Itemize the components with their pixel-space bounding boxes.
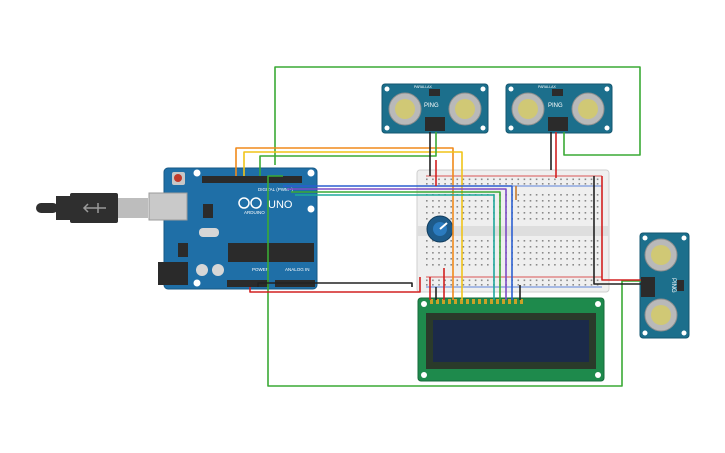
lcd-pin xyxy=(430,299,433,304)
lcd-pin xyxy=(508,299,511,304)
wire-blue xyxy=(283,185,513,300)
potentiometer-icon[interactable] xyxy=(426,215,454,243)
wire-purple xyxy=(287,188,507,300)
wire-green-2 xyxy=(291,191,501,300)
wire-orange xyxy=(235,147,454,300)
lcd-pin xyxy=(436,299,439,304)
usb-icon xyxy=(36,193,148,223)
lcd-pin xyxy=(490,299,493,304)
arduino-logo xyxy=(238,197,262,209)
analog-pins-label: ANALOG IN xyxy=(285,267,310,272)
lcd-pin xyxy=(514,299,517,304)
wire-red-power xyxy=(249,277,421,293)
power-pins-label: POWER xyxy=(252,267,270,272)
arduino-board: ARDUINO UNO DIGITAL (PWM~) POWER ANALOG … xyxy=(36,167,318,290)
lcd-pin xyxy=(478,299,481,304)
wire-teal xyxy=(295,194,495,300)
lcd-pin xyxy=(460,299,463,304)
sensor-1-maker: PARALLAX xyxy=(414,85,432,89)
lcd-pin xyxy=(496,299,499,304)
ultrasonic-sensor-1: PING PARALLAX xyxy=(381,83,489,134)
lcd-pin xyxy=(502,299,505,304)
ultrasonic-sensor-2: PING PARALLAX xyxy=(505,83,613,134)
lcd-pin xyxy=(442,299,445,304)
wire-lime xyxy=(259,132,437,176)
lcd-pin xyxy=(520,299,523,304)
wire-yellow xyxy=(243,151,463,300)
wire-black-power xyxy=(257,282,413,287)
lcd-pin xyxy=(448,299,451,304)
sensor-3-label: PING xyxy=(670,278,676,293)
digital-pins-label: DIGITAL (PWM~) xyxy=(258,187,293,192)
lcd-pin xyxy=(466,299,469,304)
lcd-display xyxy=(417,297,605,382)
sensor-2-maker: PARALLAX xyxy=(538,85,556,89)
wire-green-top-loop xyxy=(274,66,641,165)
wire-red-right xyxy=(601,176,641,281)
arduino-logo-text: ARDUINO xyxy=(244,210,265,215)
lcd-pin xyxy=(454,299,457,304)
lcd-pin xyxy=(484,299,487,304)
sensor-1-label: PING xyxy=(424,103,439,109)
sensor-2-label: PING xyxy=(548,103,563,109)
arduino-brand-label: UNO xyxy=(268,199,293,211)
wires xyxy=(235,66,641,387)
lcd-pin-header xyxy=(430,299,523,304)
lcd-pin xyxy=(472,299,475,304)
wire-black-right xyxy=(593,176,641,285)
ultrasonic-sensor-3: PING xyxy=(639,232,690,339)
breadboard xyxy=(416,169,610,293)
wire-green-bottom-loop xyxy=(267,175,641,387)
